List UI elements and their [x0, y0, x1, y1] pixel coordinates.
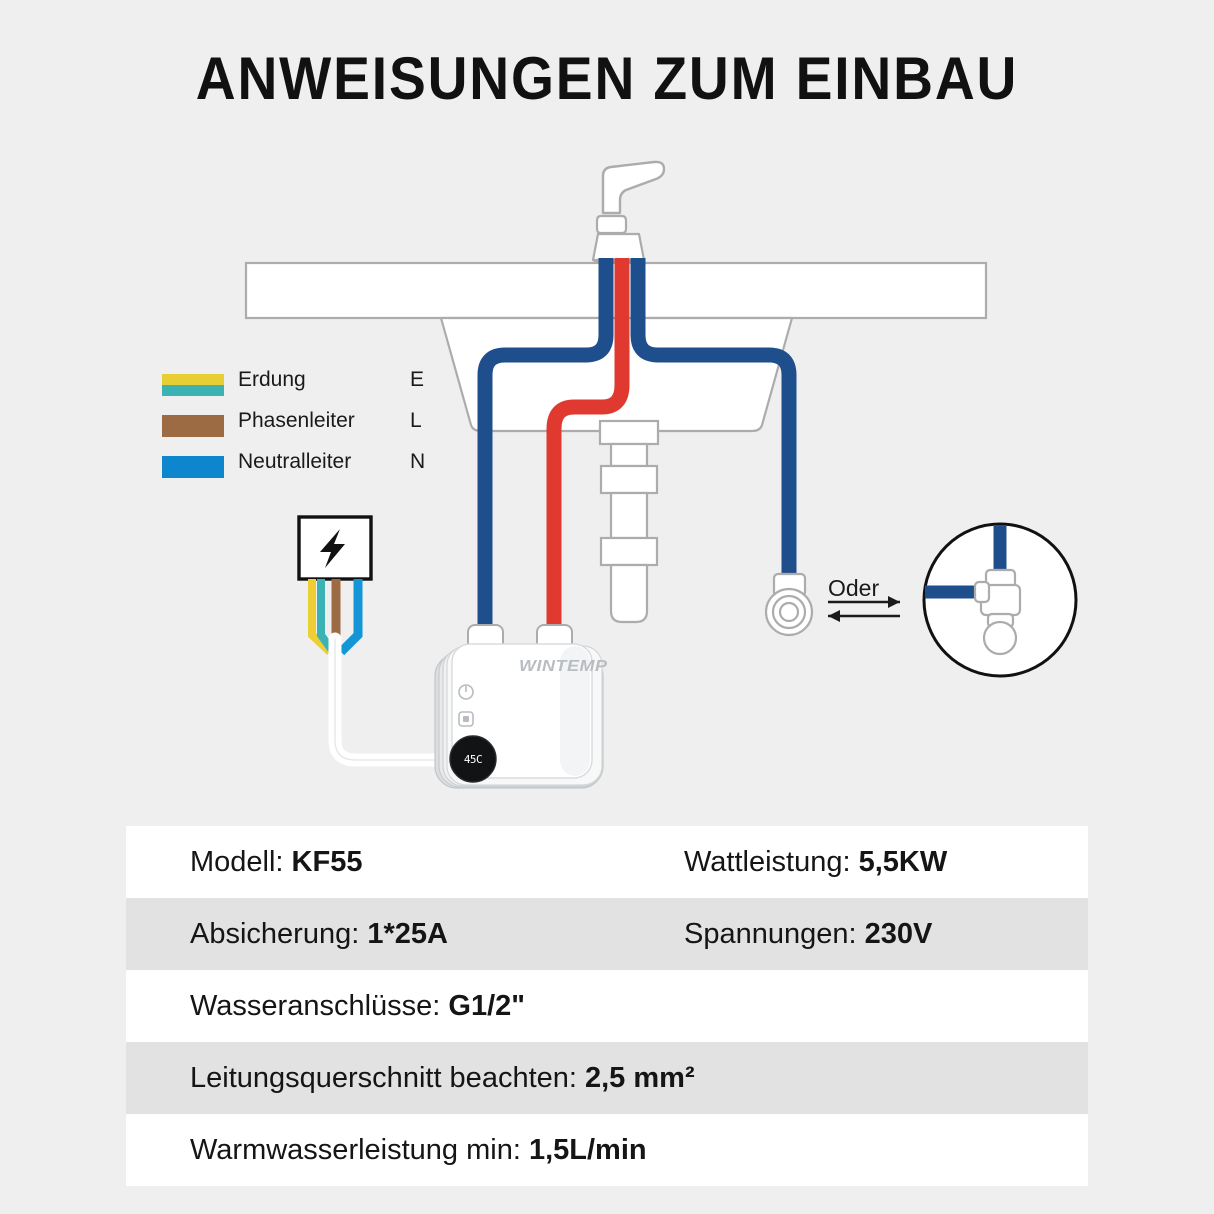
device-control-mode-icon[interactable] — [458, 711, 474, 727]
legend-label-neutral: Neutralleiter — [238, 450, 352, 473]
legend-label-live: Phasenleiter — [238, 409, 355, 432]
spec-model: Modell: KF55 — [190, 826, 362, 898]
pipe-cold-left — [477, 258, 614, 630]
legend-code-neutral: N — [410, 450, 426, 473]
wire-neutral-blue — [337, 579, 363, 656]
spec-wattage: Wattleistung: 5,5KW — [684, 826, 947, 898]
device-brand-logo: WINTEMP — [519, 657, 608, 675]
pipe-hot — [546, 258, 630, 630]
wire-legend: Erdung E Phasenleiter L Neutralleiter N — [162, 368, 452, 491]
spec-model-value: KF55 — [291, 846, 363, 878]
specifications-table: Modell: KF55 Wattleistung: 5,5KW Absiche… — [126, 826, 1088, 1186]
legend-code-live: L — [410, 409, 422, 432]
spec-wattage-value: 5,5KW — [858, 846, 948, 878]
legend-code-earth: E — [410, 368, 425, 391]
spec-voltage-value: 230V — [864, 918, 933, 950]
power-cable — [328, 632, 447, 767]
legend-item-neutral: Neutralleiter N — [162, 450, 452, 491]
tvalve-detail-circle — [922, 522, 1078, 678]
table-row: Wasseranschlüsse: G1/2" — [126, 970, 1088, 1042]
alternative-label: Oder — [828, 575, 880, 601]
spec-wattage-key: Wattleistung: — [684, 846, 859, 878]
spec-voltage: Spannungen: 230V — [684, 898, 932, 970]
wire-earth-yellow — [308, 579, 333, 655]
legend-label-earth: Erdung — [238, 368, 306, 391]
spec-hot-water-flow-value: 1,5L/min — [528, 1134, 647, 1166]
spec-cable-cross-section-value: 2,5 mm² — [585, 1062, 695, 1094]
wire-earth-teal — [317, 579, 335, 652]
drain-siphon — [598, 419, 660, 624]
spec-fuse-value: 1*25A — [367, 918, 448, 950]
device-display-value: 45C — [463, 753, 483, 766]
spec-voltage-key: Spannungen: — [684, 918, 865, 950]
alternative-arrows-icon — [828, 596, 900, 622]
legend-item-earth: Erdung E — [162, 368, 452, 409]
lightning-bolt-icon — [320, 529, 345, 568]
wall-angle-valve — [764, 572, 814, 637]
power-cable-outline — [334, 638, 441, 761]
spec-water-connections-key: Wasseranschlüsse: — [190, 990, 449, 1022]
spec-cable-cross-section-key: Leitungsquerschnitt beachten: — [190, 1062, 585, 1094]
device-control-power-icon[interactable] — [458, 684, 474, 700]
table-row: Warmwasserleistung min: 1,5L/min — [126, 1114, 1088, 1186]
spec-hot-water-flow-key: Warmwasserleistung min: — [190, 1134, 529, 1166]
legend-item-live: Phasenleiter L — [162, 409, 452, 450]
electrical-box — [297, 515, 373, 581]
legend-swatch-earth — [162, 374, 224, 396]
spec-fuse: Absicherung: 1*25A — [190, 898, 448, 970]
legend-swatch-live — [162, 415, 224, 437]
spec-hot-water-flow: Warmwasserleistung min: 1,5L/min — [190, 1114, 647, 1186]
legend-swatch-neutral — [162, 456, 224, 478]
spec-water-connections: Wasseranschlüsse: G1/2" — [190, 970, 525, 1042]
table-row: Leitungsquerschnitt beachten: 2,5 mm² — [126, 1042, 1088, 1114]
spec-cable-cross-section: Leitungsquerschnitt beachten: 2,5 mm² — [190, 1042, 695, 1114]
installation-diagram — [244, 160, 1078, 789]
device-display[interactable] — [449, 735, 497, 783]
spec-model-key: Modell: — [190, 846, 292, 878]
table-row: Absicherung: 1*25A Spannungen: 230V — [126, 898, 1088, 970]
spec-water-connections-value: G1/2" — [448, 990, 526, 1022]
table-row: Modell: KF55 Wattleistung: 5,5KW — [126, 826, 1088, 898]
page-title: ANWEISUNGEN ZUM EINBAU — [195, 45, 1019, 112]
spec-fuse-key: Absicherung: — [190, 918, 368, 950]
pipe-cold-right — [630, 258, 797, 575]
